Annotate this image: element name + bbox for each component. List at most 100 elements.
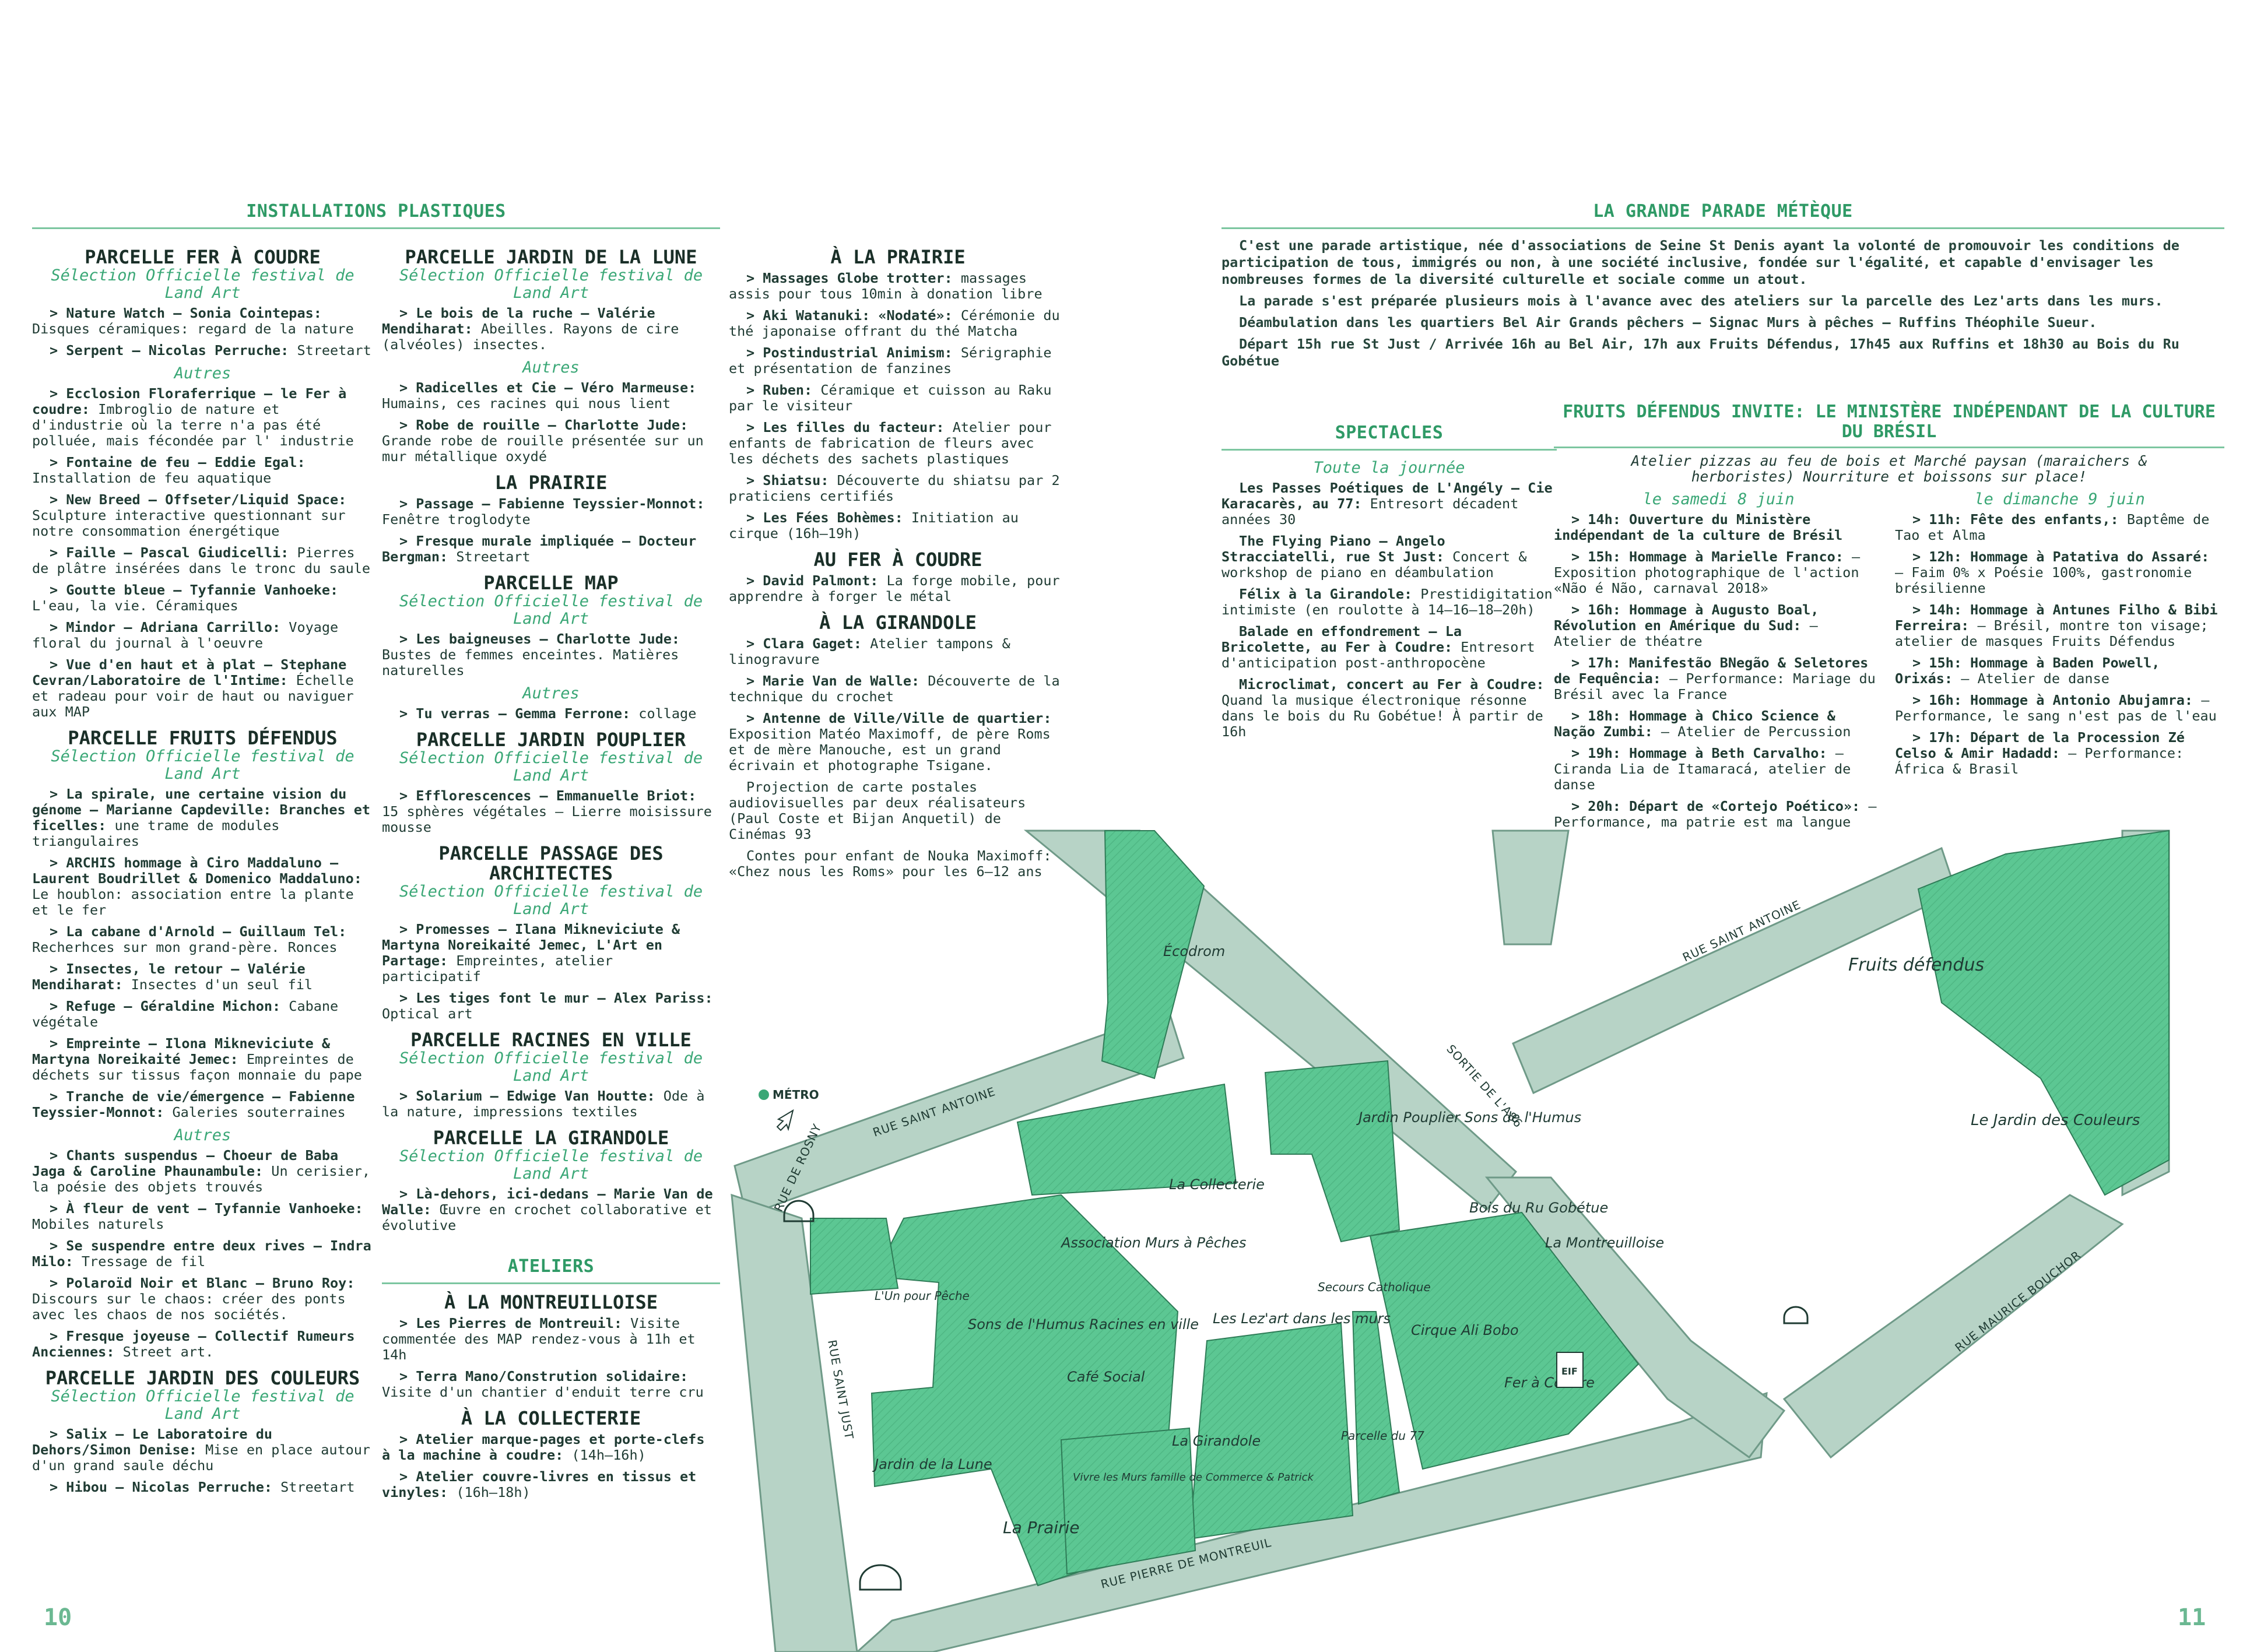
item-name: > Refuge – Géraldine Michon: [50,998,281,1014]
item-name: > 11h: Fête des enfants,: [1912,511,2119,528]
autres-label: Autres [522,684,580,702]
item-desc: – Ciranda Lia de Itamaracá, atelier de d… [1554,745,1851,793]
fruits-section: FRUITS DÉFENDUS INVITE: LE MINISTÈRE IND… [1554,402,2224,836]
item-name: > ARCHIS hommage à Ciro Maddaluno – Laur… [32,855,362,887]
item-desc: – Exposition photographique de l'action … [1554,549,1861,596]
item-name: > Vue d'en haut et à plat – Stephane Cev… [32,656,347,688]
item-name: > Le bois de la ruche – Valérie Mendihar… [382,305,655,337]
label-ecodrom: Écodrom [1163,943,1225,959]
parcel-girandole [1188,1322,1354,1540]
parade-section: LA GRANDE PARADE MÉTÈQUE C'est une parad… [1221,201,2224,374]
list-item: > Fresque murale impliquée – Docteur Ber… [382,533,720,565]
fruits-title: FRUITS DÉFENDUS INVITE: LE MINISTÈRE IND… [1554,402,2224,448]
label-parcelle77: Parcelle du 77 [1341,1429,1424,1443]
item-name: > Marie Van de Walle: [746,673,920,689]
saturday-list: > 14h: Ouverture du Ministère indépendan… [1554,512,1883,830]
label-lezart: Les Lez'art dans les murs [1213,1310,1391,1327]
section-heading: PARCELLE JARDIN POUPLIER [416,729,686,751]
item-name: > Clara Gaget: [746,635,862,652]
list-item: > Ruben: Céramique et cuisson au Raku pa… [729,382,1067,414]
item-name: > 15h: Hommage à Marielle Franco: [1571,549,1844,565]
item-desc: Insectes d'un seul fil [122,976,313,993]
item-desc: – Atelier de théatre [1554,617,1818,649]
list-item: > 12h: Hommage à Patativa do Assaré: – F… [1895,549,2224,596]
list-item: > Le bois de la ruche – Valérie Mendihar… [382,305,720,353]
section-heading: PARCELLE LA GIRANDOLE [433,1127,669,1149]
list-item: > Massages Globe trotter: massages assis… [729,270,1067,302]
item-name: > 14h: Ouverture du Ministère indépendan… [1554,511,1843,543]
list-item: > La spirale, une certaine vision du gén… [32,786,373,849]
item-name: > 15h: Hommage à Baden Powell, Orixás: [1895,655,2160,687]
item-name: > Goutte bleue – Tyfannie Vanhoeke: [50,582,339,598]
item-name: The Flying Piano – Angelo Stracciatelli,… [1221,533,1445,565]
road-a86-lower [1484,1176,1786,1459]
parade-schedule: Départ 15h rue St Just / Arrivée 16h au … [1221,336,2179,369]
item-name: > Les tiges font le mur – Alex Pariss: [399,990,713,1006]
item-name: > 17h: Manifestão BNegão & Seletores de … [1554,655,1869,687]
parcels [810,829,2170,1587]
gate-icons [783,1200,1809,1591]
item-name: > 16h: Hommage à Augusto Boal, Révolutio… [1554,602,1819,634]
item-name: > Polaroïd Noir et Blanc – Bruno Roy: [50,1275,355,1291]
item-name: > 19h: Hommage à Beth Carvalho: [1571,745,1827,761]
item-desc: La forge mobile, pour apprendre à forger… [729,572,1060,604]
section-heading: LA PRAIRIE [494,472,608,494]
label-cirque: Cirque Ali Bobo [1411,1322,1519,1338]
item-desc: Installation de feu aquatique [32,470,272,486]
parcel-collecterie [1016,1083,1237,1196]
item-desc: Voyage floral du journal à l'oeuvre [32,619,339,651]
item-name: Félix à la Girandole: [1239,586,1413,602]
sunday-list: > 11h: Fête des enfants,: Baptême de Tao… [1895,512,2224,777]
item-name: > Massages Globe trotter: [746,270,953,286]
parcel-sud-prairie [1060,1427,1196,1575]
item-desc: – Atelier de danse [1953,670,2109,687]
item-desc: Abeilles. Rayons de cire (alvéoles) inse… [382,321,679,353]
item-desc: Entresort décadent années 30 [1221,495,1519,528]
item-desc: Cérémonie du thé japonaise offrant du th… [729,307,1060,339]
list-item: > Ecclosion Floraferrique – le Fer à cou… [32,386,373,449]
item-desc: Galeries souterraines [164,1104,346,1120]
gate-icon [1783,1306,1809,1324]
item-name: > Aki Watanuki: «Nodaté»: [746,307,953,324]
item-name: > Atelier couvre-livres en tissus et vin… [382,1468,697,1500]
item-desc: Sculpture interactive questionnant sur n… [32,507,346,539]
item-name: Les Passes Poétiques de L'Angély – Cie K… [1221,480,1553,512]
metro-marker: MÉTRO [759,1088,819,1131]
item-name: > Shiatsu: [746,472,829,488]
item-desc: Un cerisier, la poésie des objets trouvé… [32,1163,371,1195]
section-heading: PARCELLE JARDIN DE LA LUNE [405,246,697,268]
item-name: Microclimat, concert au Fer à Coudre: [1239,676,1545,693]
item-name: > Faille – Pascal Giudicelli: [50,544,289,561]
item-name: > Efflorescences – Emmanuelle Briot: [399,788,697,804]
item-desc: Ode à la nature, impressions textiles [382,1088,705,1120]
list-item: > Clara Gaget: Atelier tampons & linogra… [729,636,1067,667]
item-desc: Baptême de Tao et Alma [1895,511,2210,543]
item-desc: – Performance, le sang n'est pas de l'ea… [1895,692,2217,724]
list-item: > Vue d'en haut et à plat – Stephane Cev… [32,657,373,720]
item-name: > Mindor – Adriana Carrillo: [50,619,281,635]
list-item: > Tranche de vie/émergence – Fabienne Te… [32,1089,373,1120]
list-item: Balade en effondrement – La Bricolette, … [1221,624,1557,671]
parade-intro: C'est une parade artistique, née d'assoc… [1221,237,2179,287]
autres-label: Autres [522,358,580,377]
list-item: > Shiatsu: Découverte du shiatsu par 2 p… [729,473,1067,504]
day-sunday: le dimanche 9 juin [1974,490,2145,508]
parcel-ecodrom [1101,830,1205,1080]
list-item: > 17h: Départ de la Procession Zé Celso … [1895,730,2224,777]
selection-note: Sélection Officielle festival de Land Ar… [399,1147,703,1183]
item-name: > Tranche de vie/émergence – Fabienne Te… [32,1088,355,1120]
list-item: > Goutte bleue – Tyfannie Vanhoeke: L'ea… [32,582,373,614]
list-item: > Radicelles et Cie – Véro Marmeuse: Hum… [382,380,720,412]
label-bois-ru: Bois du Ru Gobétue [1469,1200,1608,1216]
item-desc: Œuvre en crochet collaborative et évolut… [382,1201,712,1233]
item-name: > Là-dehors, ici-dedans – Marie Van de W… [382,1186,713,1218]
selection-note: Sélection Officielle festival de Land Ar… [399,883,703,918]
item-desc: Imbroglio de nature et d'industrie où la… [32,401,354,449]
item-desc: Empreintes, atelier participatif [382,952,613,985]
item-name: > La cabane d'Arnold – Guillaum Tel: [50,923,347,940]
item-name: > Hibou – Nicolas Perruche: [50,1479,273,1495]
section-heading: À LA MONTREUILLOISE [444,1291,658,1313]
day-saturday: le samedi 8 juin [1642,490,1795,508]
item-desc: 15 sphères végétales – Lierre moisissure… [382,803,712,835]
item-desc: collage [630,705,697,722]
